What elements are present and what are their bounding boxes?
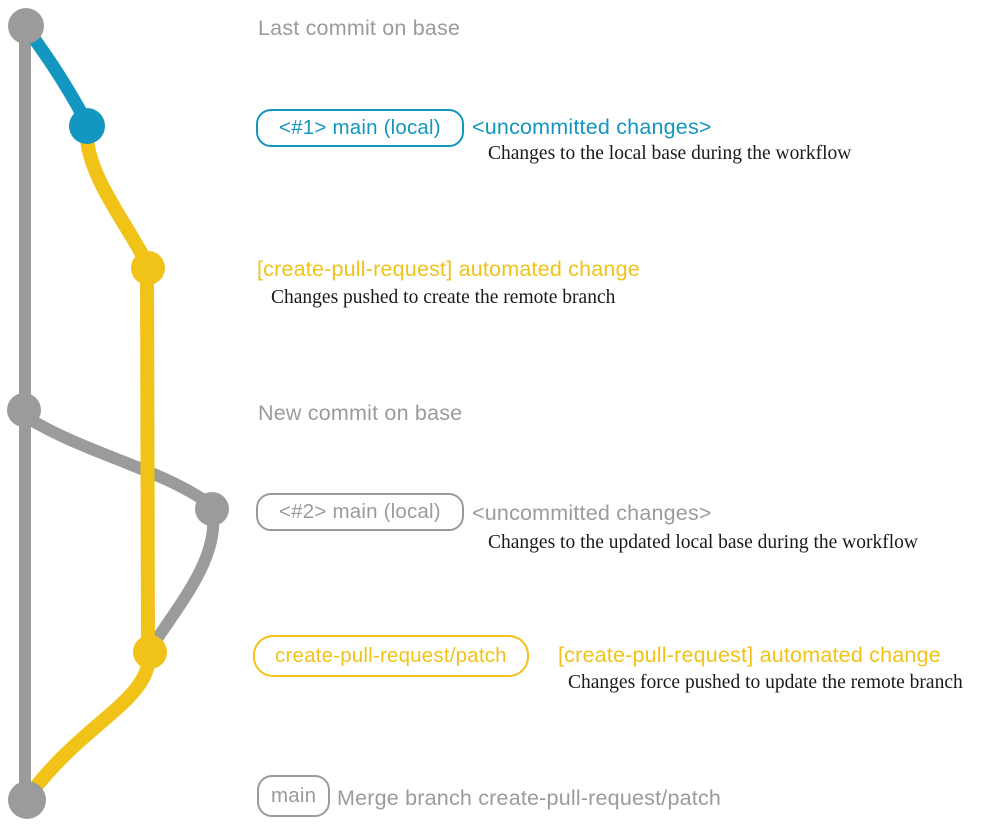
label-automated-change-2: [create-pull-request] automated change [558,643,941,667]
caption-local-base-changes: Changes to the local base during the wor… [488,143,852,164]
badge-patch-branch: create-pull-request/patch [253,635,529,677]
commit-dot-merge [8,781,46,819]
label-uncommitted-changes-1: <uncommitted changes> [472,115,712,139]
commit-dot-main-local-1 [69,108,105,144]
badge-main: main [257,775,331,817]
patch-merge-edge [24,649,156,800]
label-new-commit-on-base: New commit on base [258,401,463,425]
badge-main-local-1: <#1> main (local) [256,109,464,147]
commit-dot-patch-1 [131,251,165,285]
commit-dot-new-base [7,393,41,427]
local2-to-patch-edge [145,509,220,654]
base-to-local1-edge [21,23,89,121]
patch-branch-line [80,133,155,657]
git-graph [7,8,229,819]
commit-dot-patch-2 [133,635,167,669]
caption-updated-local-base-changes: Changes to the updated local base during… [488,532,918,553]
commit-dot-last-base [8,8,44,44]
caption-force-pushed-update: Changes force pushed to update the remot… [568,672,963,693]
label-uncommitted-changes-2: <uncommitted changes> [472,501,712,525]
label-automated-change-1: [create-pull-request] automated change [257,257,640,281]
caption-pushed-to-create: Changes pushed to create the remote bran… [271,287,616,308]
commit-dot-main-local-2 [195,492,229,526]
base-to-local2-edge [20,411,217,511]
label-last-commit-on-base: Last commit on base [258,16,461,40]
label-merge-branch: Merge branch create-pull-request/patch [337,786,722,810]
badge-main-local-2: <#2> main (local) [256,493,464,531]
